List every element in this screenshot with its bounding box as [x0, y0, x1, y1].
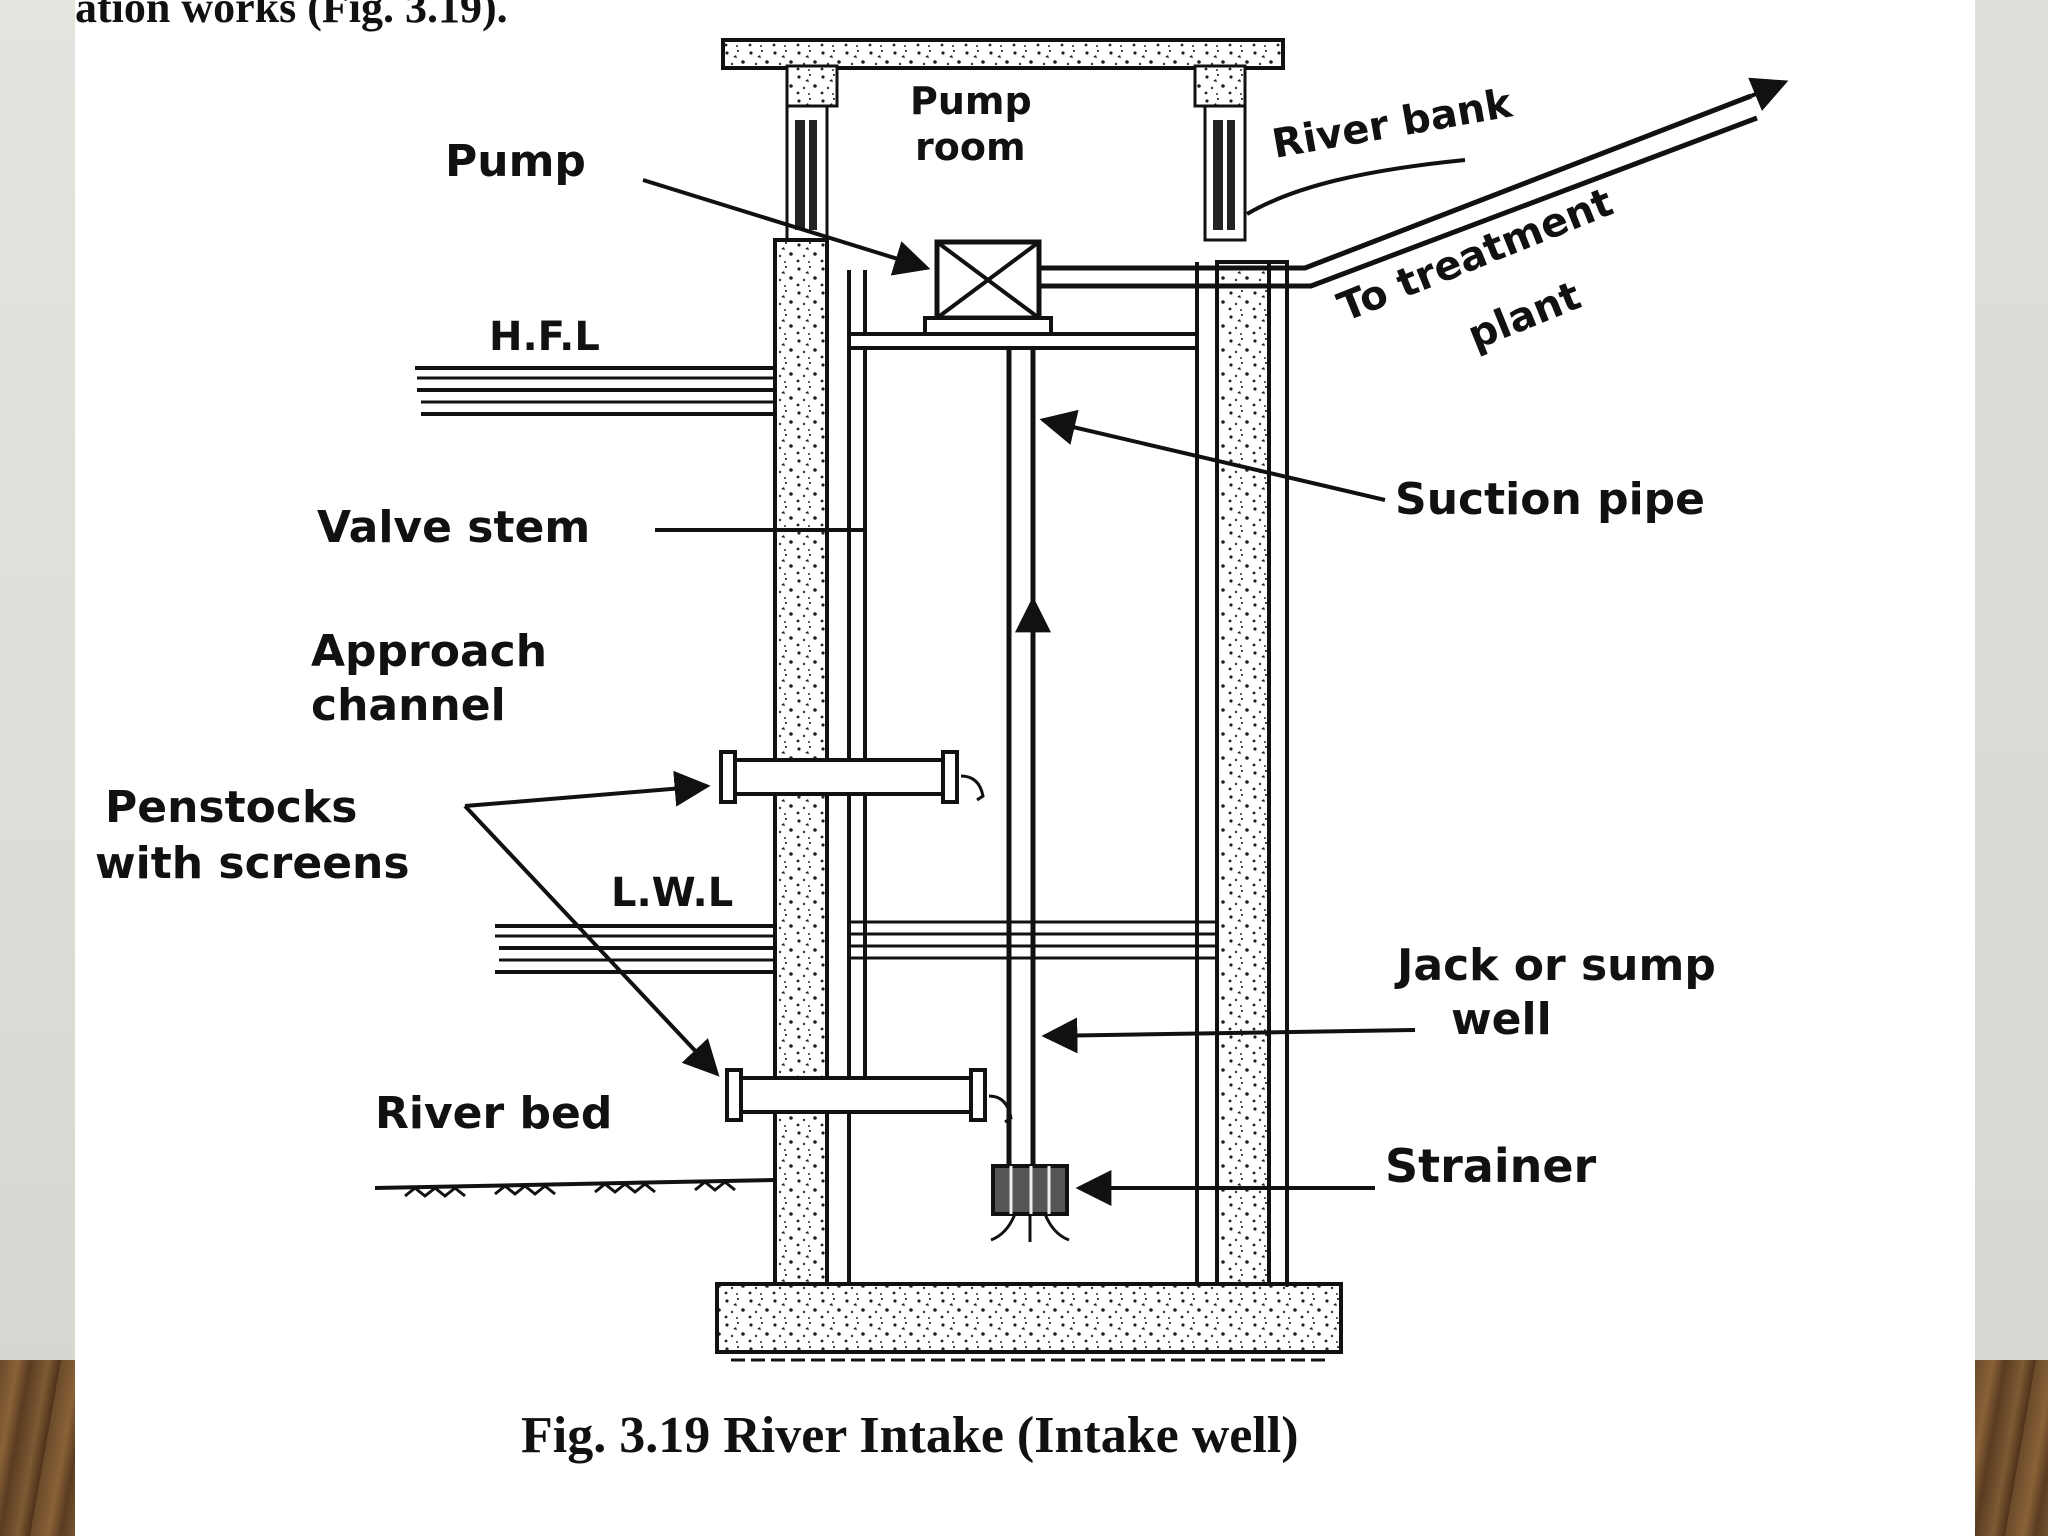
label-hfl: H.F.L: [489, 314, 600, 360]
label-suction-pipe: Suction pipe: [1395, 474, 1705, 525]
lwl-water-lines: [495, 920, 1217, 974]
label-pump-room-1: Pump: [910, 79, 1032, 123]
intake-well-diagram: ation works (Fig. 3.19).: [75, 0, 1789, 1464]
slide: ation works (Fig. 3.19).: [75, 0, 1975, 1536]
label-penstocks-1: Penstocks: [105, 782, 357, 833]
pump-icon: [923, 239, 1053, 336]
heading-fragment: ation works (Fig. 3.19).: [75, 0, 508, 32]
strainer-icon: [990, 1164, 1070, 1242]
label-strainer: Strainer: [1385, 1139, 1597, 1193]
river-bank-line: [1245, 158, 1466, 216]
river-bed-ground: [374, 1178, 776, 1198]
label-approach-2: channel: [311, 680, 506, 731]
diagram-labels: Pump room Pump River bank To treatment p…: [95, 79, 1716, 1193]
wood-floor-right: [1975, 1360, 2048, 1536]
lower-penstock: [725, 1068, 1013, 1124]
wood-floor-left: [0, 1360, 75, 1536]
label-pump: Pump: [445, 136, 586, 187]
backdrop-right: [1975, 0, 2048, 1536]
right-wall: [1195, 260, 1289, 1300]
pump-room-columns: [785, 104, 1247, 242]
label-approach-1: Approach: [311, 626, 547, 677]
label-penstocks-2: with screens: [95, 838, 410, 889]
suction-pipe: [1006, 348, 1051, 1166]
label-lwl: L.W.L: [611, 870, 733, 916]
leader-lines: [463, 178, 1416, 1206]
figure-caption: Fig. 3.19 River Intake (Intake well): [521, 1407, 1299, 1464]
label-jack-2: well: [1451, 994, 1552, 1045]
delivery-pipe: [1039, 77, 1789, 289]
base-slab: [715, 1282, 1343, 1362]
pump-floor: [847, 332, 1199, 350]
hfl-water-lines: [415, 366, 775, 416]
roof-slab: [721, 38, 1285, 108]
upper-penstock: [719, 750, 985, 804]
label-river-bed: River bed: [375, 1088, 612, 1139]
label-valve-stem: Valve stem: [317, 502, 590, 553]
label-pump-room-2: room: [915, 125, 1026, 169]
label-jack-1: Jack or sump: [1394, 940, 1716, 991]
label-to-treatment-2: plant: [1462, 273, 1588, 359]
backdrop-left: [0, 0, 75, 1536]
label-river-bank: River bank: [1269, 80, 1517, 168]
